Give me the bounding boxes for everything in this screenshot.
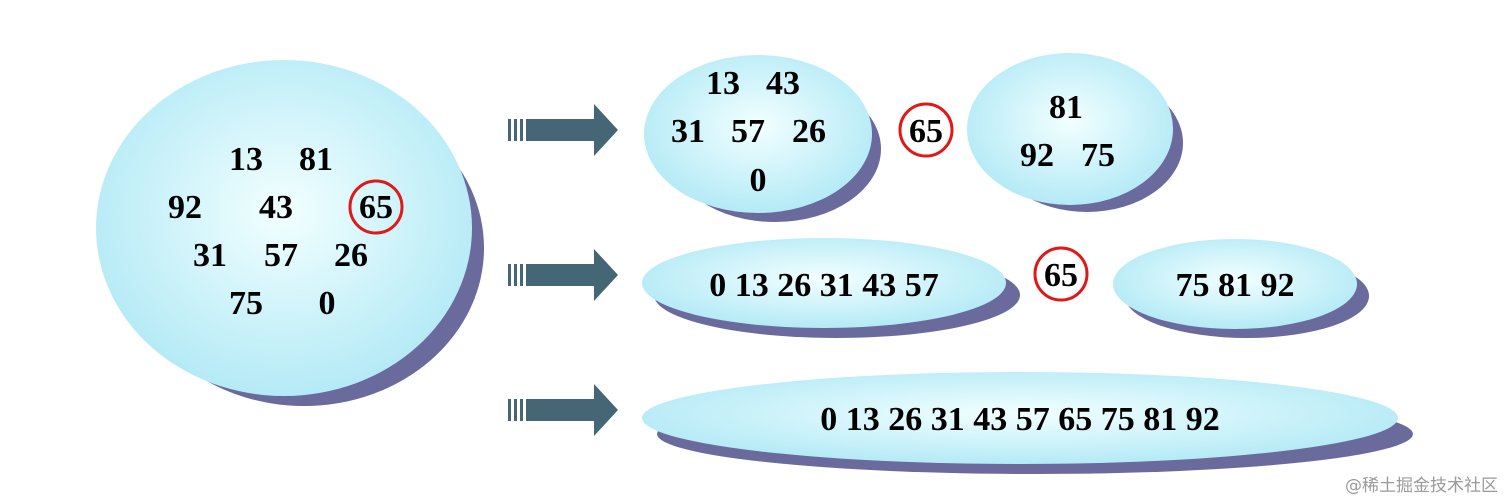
step2-pivot-value: 65 [1044,257,1078,294]
step2-pivot-circle [1033,246,1089,302]
step2-left-ellipse [642,238,1006,328]
step1-arrow [508,104,618,156]
step2-right-partition: 75 81 92 [1113,239,1369,338]
step1-left-value: 26 [792,113,826,150]
initial-value: 81 [299,141,333,178]
initial-set-ellipse [96,60,472,396]
step1-right-value: 81 [1049,89,1083,126]
initial-value: 75 [229,285,263,322]
step1-left-partition: 13 43 31 57 26 0 [644,55,881,222]
step1-pivot-value: 65 [909,113,943,150]
initial-value: 0 [319,285,336,322]
initial-pivot-value: 65 [359,189,393,226]
initial-value: 92 [168,189,202,226]
step2-left-values: 0 13 26 31 43 57 [709,267,939,304]
step1-left-value: 43 [766,65,800,102]
step2-pivot: 65 [1033,246,1089,302]
step1-right-ellipse [967,53,1173,205]
initial-value: 26 [334,237,368,274]
watermark: @稀土掘金技术社区 [1345,476,1498,496]
initial-value: 43 [259,189,293,226]
step1-left-value: 57 [731,113,765,150]
step2-arrow [508,249,618,301]
step2-right-values: 75 81 92 [1176,267,1295,304]
step1-left-value: 31 [671,113,705,150]
step1-right-value: 92 [1020,137,1054,174]
step1-pivot-circle [898,102,954,158]
initial-pivot-circle [348,179,404,235]
step2-right-ellipse [1113,239,1357,329]
step2-left-partition: 0 13 26 31 43 57 [642,238,1020,338]
step3-sorted-values: 0 13 26 31 43 57 65 75 81 92 [820,401,1220,438]
step1-left-value: 13 [706,65,740,102]
initial-value: 13 [229,141,263,178]
step1-left-ellipse [644,55,872,213]
initial-set: 13 81 92 43 65 31 57 26 75 0 [96,60,484,406]
step3-ellipse [642,372,1398,464]
step1-left-value: 0 [750,162,767,199]
initial-value: 57 [264,237,298,274]
step1-right-value: 75 [1081,137,1115,174]
step1-pivot: 65 [898,102,954,158]
initial-value: 31 [193,237,227,274]
step3-sorted: 0 13 26 31 43 57 65 75 81 92 [642,372,1413,474]
step3-arrow [508,384,618,436]
step1-right-partition: 81 92 75 [967,53,1183,212]
